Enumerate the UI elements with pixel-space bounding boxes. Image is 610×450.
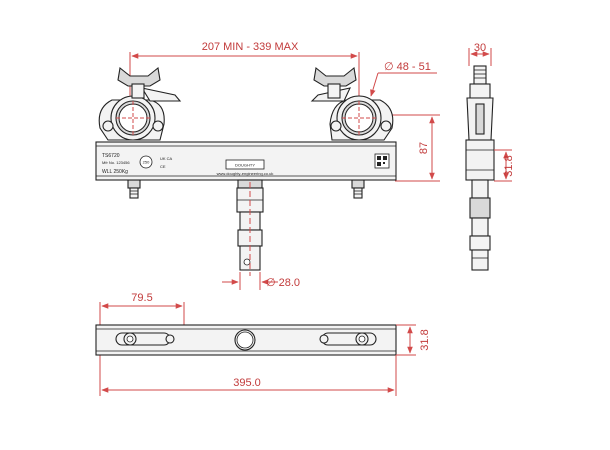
spigot-diameter-label: ∅ 28.0 [266, 277, 300, 289]
side-width-label: 30 [474, 42, 486, 54]
ukca-mark: UK CA [160, 156, 173, 161]
bottom-view: 79.5 31.8 395.0 [95, 292, 431, 396]
bottom-height-label: 31.8 [419, 329, 431, 350]
tube-diameter-dimension: ∅ 48 - 51 [370, 61, 437, 97]
spigot-front: ∅ 28.0 [222, 179, 300, 290]
height-87-label: 87 [418, 142, 430, 154]
plate-model: TS6720 [102, 153, 120, 159]
span-label: 207 MIN - 339 MAX [202, 41, 299, 53]
beam-front: TS6720 Mfr No. 123456 WLL 250Kg 250 UK C… [95, 141, 397, 181]
side-view: 30 31.8 [465, 42, 515, 271]
offset-label: 79.5 [131, 292, 152, 304]
plate-wll: WLL 250Kg [102, 169, 128, 175]
tube-diameter-label: ∅ 48 - 51 [384, 61, 431, 73]
cert-badge-icon [139, 155, 153, 169]
length-label: 395.0 [233, 377, 261, 389]
front-view: 207 MIN - 339 MAX ∅ 48 - 51 87 [95, 41, 440, 290]
ce-mark: CE [160, 164, 166, 169]
plate-serial: Mfr No. 123456 [102, 160, 130, 165]
cert-badge-text: 250 [143, 160, 150, 165]
side-height-label: 31.8 [503, 155, 515, 176]
brand-name: DOUGHTY [235, 163, 255, 168]
website-text: www.doughty-engineering.co.uk [217, 171, 274, 176]
right-half-coupler [310, 66, 394, 199]
brand-logo [225, 159, 265, 170]
left-half-coupler [98, 66, 182, 199]
span-dimension: 207 MIN - 339 MAX [129, 41, 360, 100]
